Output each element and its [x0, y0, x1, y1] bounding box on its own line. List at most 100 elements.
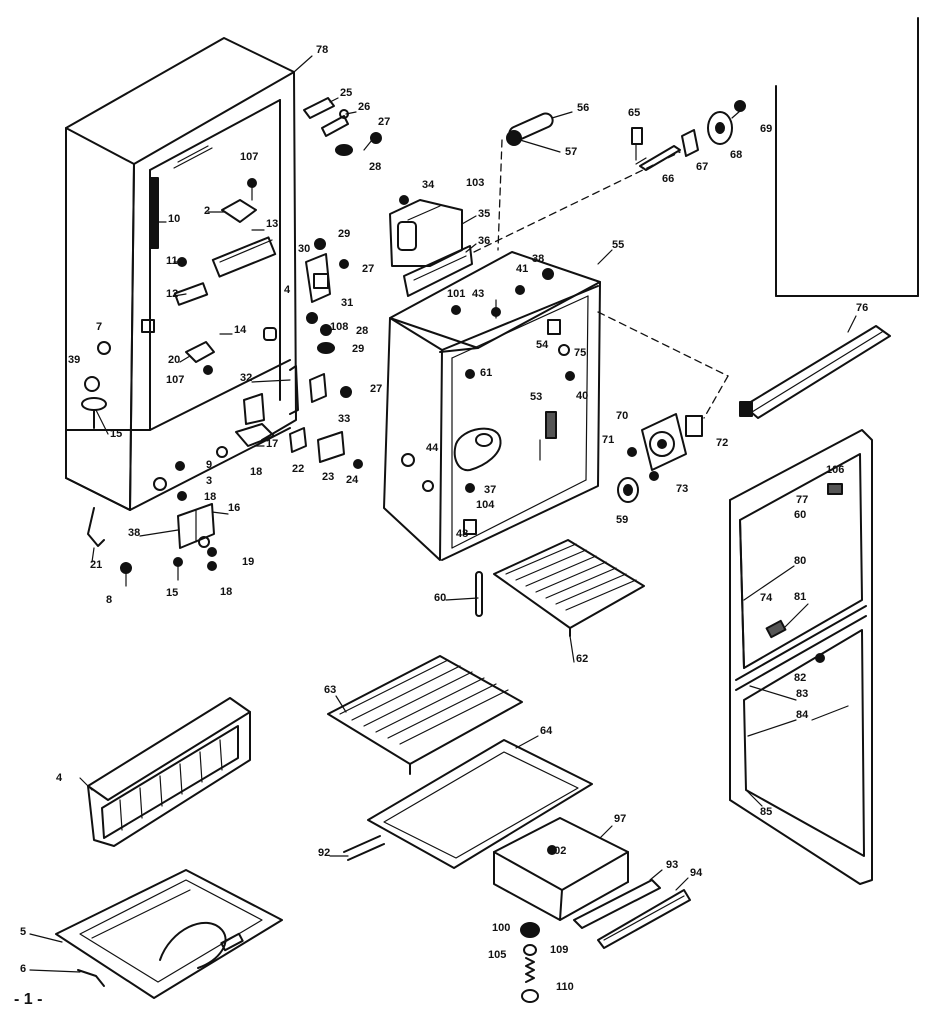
shelf-62 — [475, 539, 645, 637]
callout-60: 60 — [434, 592, 446, 604]
callout-39: 39 — [68, 354, 80, 366]
callout-29: 29 — [352, 343, 364, 355]
callout-35: 35 — [478, 208, 490, 220]
callout-106: 106 — [826, 464, 844, 476]
callout-60: 60 — [794, 509, 806, 521]
callout-4: 4 — [284, 284, 291, 296]
callout-109: 109 — [550, 944, 568, 956]
callout-105: 105 — [488, 949, 506, 961]
callout-53: 53 — [530, 391, 542, 403]
callout-15: 15 — [110, 428, 122, 440]
callout-34: 34 — [422, 179, 435, 191]
callout-48: 48 — [456, 528, 468, 540]
callout-61: 61 — [480, 367, 492, 379]
callout-33: 33 — [338, 413, 350, 425]
tube-assembly — [497, 112, 554, 251]
callout-82: 82 — [794, 672, 806, 684]
callout-38: 38 — [128, 527, 140, 539]
callout-64: 64 — [540, 725, 553, 737]
callout-10: 10 — [168, 213, 180, 225]
callout-11: 11 — [166, 255, 178, 267]
callout-5: 5 — [20, 926, 26, 938]
callout-101: 101 — [447, 288, 465, 300]
callout-23: 23 — [322, 471, 334, 483]
callout-4: 4 — [56, 772, 63, 784]
callout-107: 107 — [240, 151, 258, 163]
callout-8: 8 — [106, 594, 112, 606]
callout-40: 40 — [576, 390, 588, 402]
callout-65: 65 — [628, 107, 640, 119]
crisper-drawer-97 — [493, 817, 629, 921]
callout-6: 6 — [20, 963, 26, 975]
callout-26: 26 — [358, 101, 370, 113]
callout-66: 66 — [662, 173, 674, 185]
callout-56: 56 — [577, 102, 589, 114]
callout-30: 30 — [298, 243, 310, 255]
callout-59: 59 — [616, 514, 628, 526]
callout-100: 100 — [492, 922, 510, 934]
callout-104: 104 — [476, 499, 495, 511]
liner-box — [383, 195, 601, 561]
callout-67: 67 — [696, 161, 708, 173]
callout-28: 28 — [369, 161, 381, 173]
leader-lines — [29, 55, 857, 973]
callout-68: 68 — [730, 149, 742, 161]
callout-92: 92 — [318, 847, 330, 859]
callout-77: 77 — [796, 494, 808, 506]
page-label: - 1 - — [14, 991, 42, 1008]
callout-3: 3 — [206, 475, 212, 487]
callout-110: 110 — [556, 981, 574, 993]
callout-18: 18 — [204, 491, 216, 503]
callout-36: 36 — [478, 235, 490, 247]
callout-13: 13 — [266, 218, 278, 230]
callout-17: 17 — [266, 438, 278, 450]
callout-69: 69 — [760, 123, 772, 135]
frame-line — [775, 17, 919, 297]
callout-102: 102 — [548, 845, 566, 857]
callout-27: 27 — [378, 116, 390, 128]
callout-93: 93 — [666, 859, 678, 871]
callout-18: 18 — [220, 586, 232, 598]
callout-43: 43 — [472, 288, 484, 300]
callout-78: 78 — [316, 44, 328, 56]
callout-7: 7 — [96, 321, 102, 333]
callout-19: 19 — [242, 556, 254, 568]
callout-55: 55 — [612, 239, 624, 251]
callout-22: 22 — [292, 463, 304, 475]
drain-pan-5 — [55, 869, 283, 999]
connector-lines — [473, 151, 729, 419]
cabinet-shell — [65, 37, 297, 511]
roller-parts — [520, 922, 540, 1003]
callout-72: 72 — [716, 437, 728, 449]
callout-28: 28 — [356, 325, 368, 337]
callout-38: 38 — [532, 253, 544, 265]
shelf-63 — [327, 655, 523, 775]
callout-21: 21 — [90, 559, 102, 571]
crisper-cover-64 — [343, 739, 593, 869]
fan-assembly — [617, 413, 703, 503]
callout-27: 27 — [370, 383, 382, 395]
callout-12: 12 — [166, 288, 178, 300]
motor-parts — [631, 100, 746, 171]
callout-83: 83 — [796, 688, 808, 700]
callout-81: 81 — [794, 591, 806, 603]
callout-9: 9 — [206, 459, 212, 471]
callout-20: 20 — [168, 354, 180, 366]
drawer-rails-93-94 — [573, 879, 691, 949]
callout-29: 29 — [338, 228, 350, 240]
hinge-assembly — [303, 97, 382, 398]
callout-84: 84 — [796, 709, 809, 721]
callout-97: 97 — [614, 813, 626, 825]
callout-25: 25 — [340, 87, 352, 99]
callout-80: 80 — [794, 555, 806, 567]
callout-103: 103 — [466, 177, 484, 189]
callout-74: 74 — [760, 592, 773, 604]
door-gasket — [729, 429, 873, 885]
callout-24: 24 — [346, 474, 359, 486]
callout-41: 41 — [516, 263, 528, 275]
callout-32: 32 — [240, 372, 252, 384]
callout-37: 37 — [484, 484, 496, 496]
callout-71: 71 — [602, 434, 614, 446]
